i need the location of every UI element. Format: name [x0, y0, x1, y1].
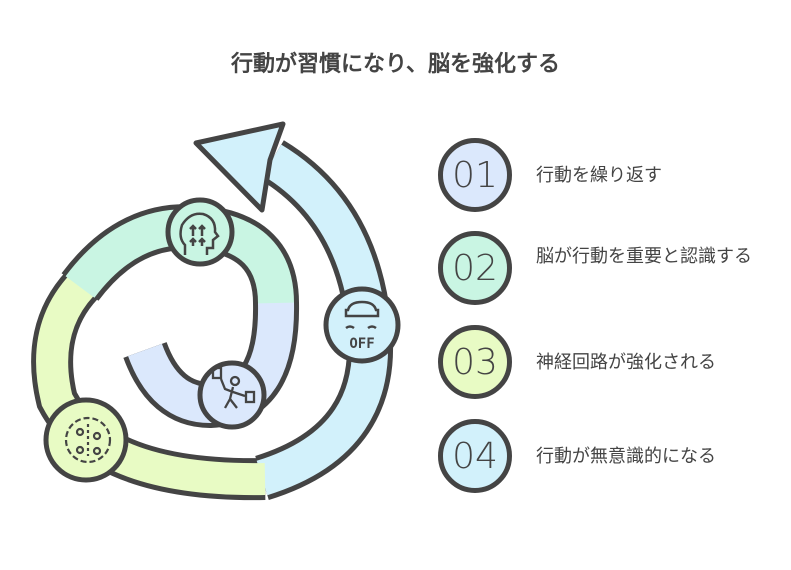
- step-3-badge: 03: [438, 325, 512, 399]
- step-4-badge: 04: [438, 419, 512, 493]
- person-repeating-action-icon: [211, 366, 256, 409]
- arrow-head: [193, 121, 286, 213]
- step-1-label: 行動を繰り返す: [536, 165, 662, 186]
- step-1: 01 行動を繰り返す: [438, 138, 778, 218]
- off-label: OFF: [349, 336, 374, 352]
- traction-control-off-icon: [344, 300, 380, 330]
- head-arrows-icon: [179, 212, 220, 255]
- step-1-badge: 01: [438, 138, 512, 212]
- page-title: 行動が習慣になり、脳を強化する: [230, 52, 561, 77]
- brain-icon-bubble: [43, 397, 129, 483]
- step-4-label: 行動が無意識的になる: [536, 446, 716, 467]
- step-2-badge: 02: [438, 231, 512, 305]
- step-3: 03 神経回路が強化される: [438, 325, 778, 405]
- step-2-label: 脳が行動を重要と認識する: [536, 246, 752, 267]
- brain-network-icon: [64, 416, 112, 464]
- step-2: 02 脳が行動を重要と認識する: [438, 231, 778, 311]
- step-4: 04 行動が無意識的になる: [438, 419, 778, 499]
- head-icon-bubble: [165, 197, 235, 267]
- off-icon-bubble: [323, 286, 401, 364]
- step-3-label: 神経回路が強化される: [536, 352, 716, 373]
